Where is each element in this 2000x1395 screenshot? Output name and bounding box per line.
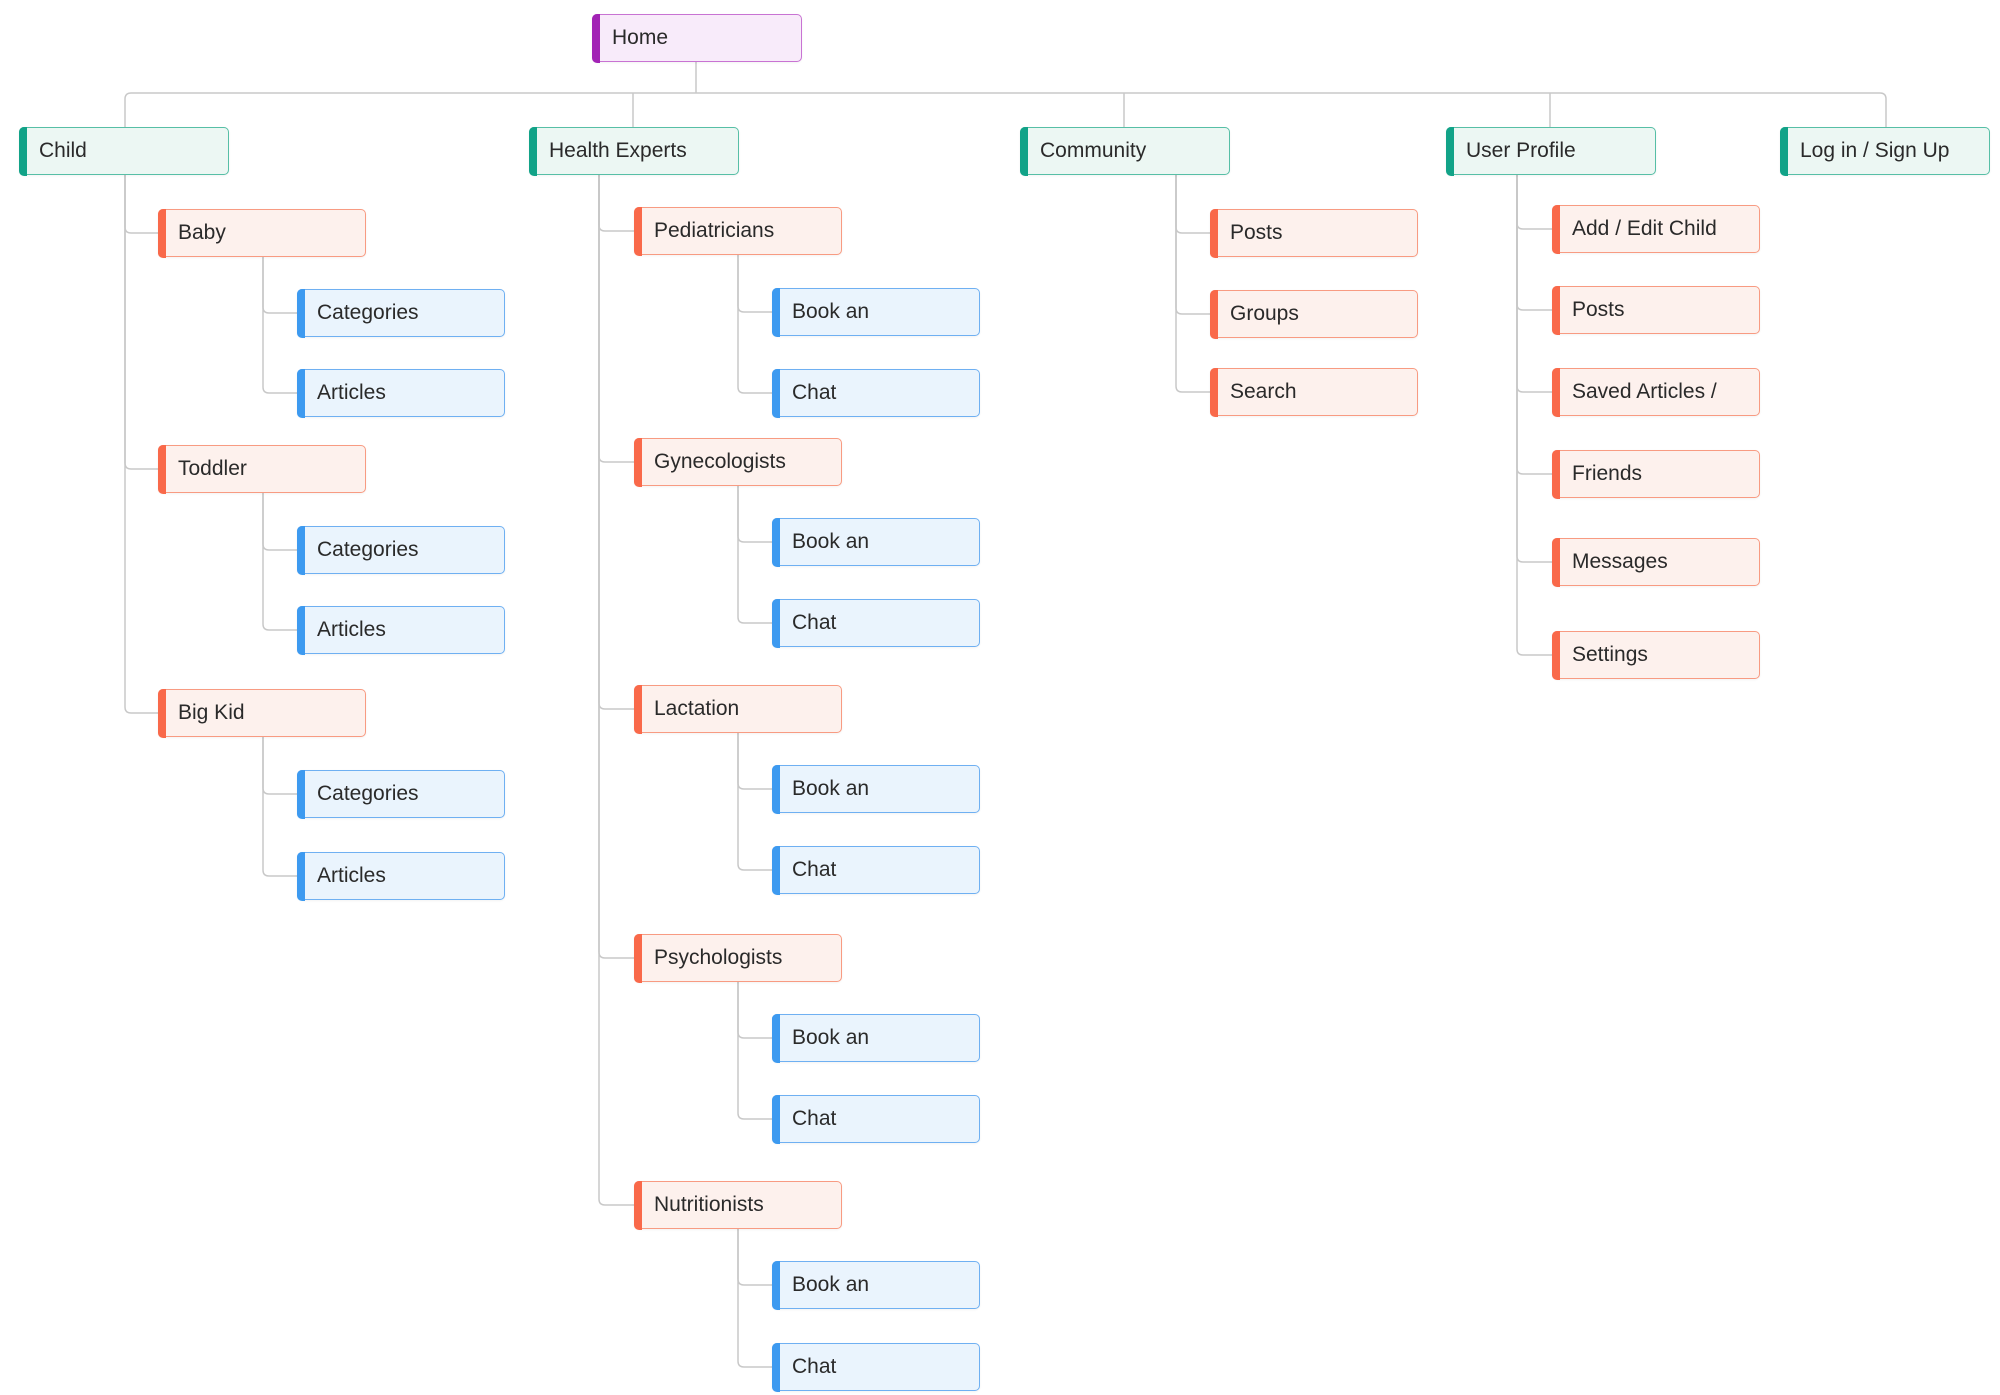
node-nutritionists-book-appointment[interactable]: Book an <box>771 1260 980 1310</box>
node-toddler-articles[interactable]: Articles <box>296 605 505 655</box>
node-label: Lactation <box>654 697 740 720</box>
node-lactation-book-appointment[interactable]: Book an <box>771 764 980 814</box>
node-label: Categories <box>317 301 419 324</box>
node-label: Chat <box>792 1355 837 1378</box>
node-big-kid-articles[interactable]: Articles <box>296 851 505 901</box>
node-lactation-chat[interactable]: Chat <box>771 845 980 895</box>
node-login-signup[interactable]: Log in / Sign Up <box>1779 126 1990 176</box>
node-friends[interactable]: Friends <box>1551 449 1760 499</box>
node-label: Book an <box>792 777 870 800</box>
node-label: Home <box>612 26 669 49</box>
node-label: User Profile <box>1466 139 1576 162</box>
node-label: Book an <box>792 1026 870 1049</box>
node-label: Chat <box>792 611 837 634</box>
node-label: Articles <box>317 864 386 887</box>
node-label: Chat <box>792 381 837 404</box>
node-label: Baby <box>178 221 226 244</box>
node-add-edit-child[interactable]: Add / Edit Child <box>1551 204 1760 254</box>
node-label: Add / Edit Child <box>1572 217 1717 240</box>
node-big-kid-categories[interactable]: Categories <box>296 769 505 819</box>
node-gynecologists-book-appointment[interactable]: Book an <box>771 517 980 567</box>
node-big-kid[interactable]: Big Kid <box>157 688 366 738</box>
node-home[interactable]: Home <box>591 13 802 63</box>
node-pediatricians-chat[interactable]: Chat <box>771 368 980 418</box>
node-label: Categories <box>317 538 419 561</box>
node-label: Groups <box>1230 302 1299 325</box>
node-label: Book an <box>792 1273 870 1296</box>
node-label: Chat <box>792 1107 837 1130</box>
node-label: Child <box>39 139 87 162</box>
node-psychologists-book-appointment[interactable]: Book an <box>771 1013 980 1063</box>
node-user-profile[interactable]: User Profile <box>1445 126 1656 176</box>
node-community-groups[interactable]: Groups <box>1209 289 1418 339</box>
node-saved-articles[interactable]: Saved Articles / <box>1551 367 1760 417</box>
node-community[interactable]: Community <box>1019 126 1230 176</box>
node-psychologists-chat[interactable]: Chat <box>771 1094 980 1144</box>
node-psychologists[interactable]: Psychologists <box>633 933 842 983</box>
node-label: Messages <box>1572 550 1668 573</box>
node-label: Toddler <box>178 457 247 480</box>
node-label: Big Kid <box>178 701 245 724</box>
node-settings[interactable]: Settings <box>1551 630 1760 680</box>
node-child[interactable]: Child <box>18 126 229 176</box>
node-label: Gynecologists <box>654 450 786 473</box>
node-gynecologists-chat[interactable]: Chat <box>771 598 980 648</box>
node-label: Community <box>1040 139 1147 162</box>
node-community-posts[interactable]: Posts <box>1209 208 1418 258</box>
node-user-profile-posts[interactable]: Posts <box>1551 285 1760 335</box>
node-pediatricians[interactable]: Pediatricians <box>633 206 842 256</box>
node-label: Articles <box>317 618 386 641</box>
node-pediatricians-book-appointment[interactable]: Book an <box>771 287 980 337</box>
node-gynecologists[interactable]: Gynecologists <box>633 437 842 487</box>
node-label: Categories <box>317 782 419 805</box>
node-baby[interactable]: Baby <box>157 208 366 258</box>
node-nutritionists[interactable]: Nutritionists <box>633 1180 842 1230</box>
node-messages[interactable]: Messages <box>1551 537 1760 587</box>
node-label: Posts <box>1572 298 1625 321</box>
node-baby-articles[interactable]: Articles <box>296 368 505 418</box>
node-label: Nutritionists <box>654 1193 764 1216</box>
node-label: Psychologists <box>654 946 783 969</box>
node-community-search[interactable]: Search <box>1209 367 1418 417</box>
node-label: Friends <box>1572 462 1643 485</box>
node-toddler-categories[interactable]: Categories <box>296 525 505 575</box>
node-label: Pediatricians <box>654 219 775 242</box>
node-nutritionists-chat[interactable]: Chat <box>771 1342 980 1392</box>
node-label: Saved Articles / <box>1572 380 1717 403</box>
node-label: Log in / Sign Up <box>1800 139 1950 162</box>
node-label: Book an <box>792 300 870 323</box>
node-health-experts[interactable]: Health Experts <box>528 126 739 176</box>
node-baby-categories[interactable]: Categories <box>296 288 505 338</box>
node-label: Settings <box>1572 643 1648 666</box>
node-label: Health Experts <box>549 139 687 162</box>
node-label: Articles <box>317 381 386 404</box>
node-toddler[interactable]: Toddler <box>157 444 366 494</box>
node-label: Search <box>1230 380 1297 403</box>
node-label: Book an <box>792 530 870 553</box>
node-label: Posts <box>1230 221 1283 244</box>
node-label: Chat <box>792 858 837 881</box>
node-lactation[interactable]: Lactation <box>633 684 842 734</box>
